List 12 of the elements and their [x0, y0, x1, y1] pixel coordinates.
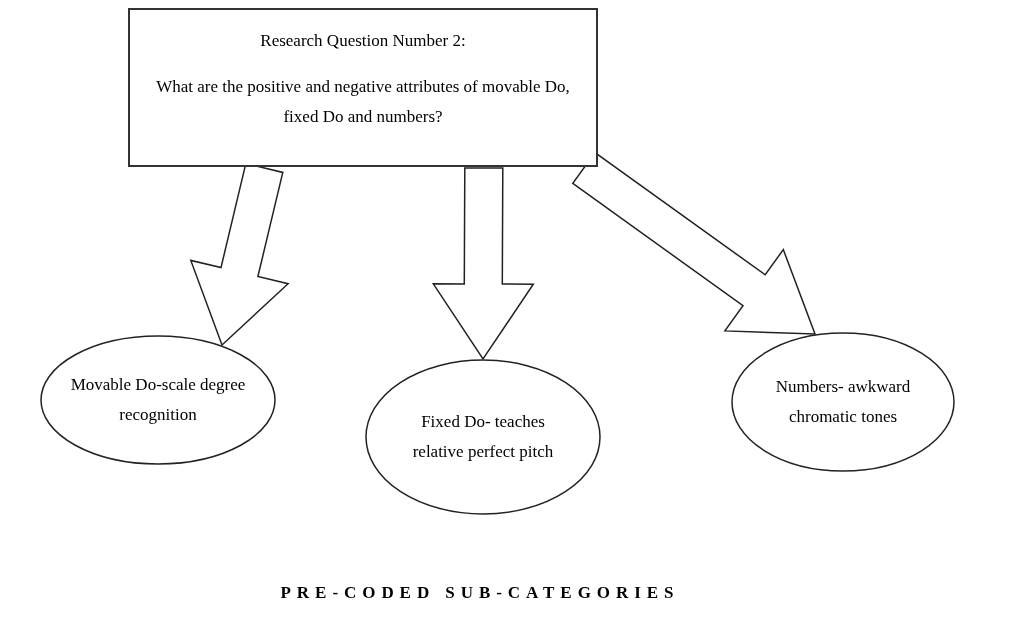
category-label: Numbers- awkward chromatic tones	[774, 376, 912, 428]
category-label: Movable Do-scale degree recognition	[69, 374, 247, 426]
box-heading: Research Question Number 2:	[260, 30, 466, 52]
block-arrow	[571, 151, 817, 335]
category-ellipse	[365, 359, 601, 515]
caption: PRE-CODED SUB-CATEGORIES	[279, 582, 681, 604]
category-label: Fixed Do- teaches relative perfect pitch	[411, 411, 555, 463]
question-text: What are the positive and negative attributes of movable Do, fixed Do and numbers?	[155, 76, 571, 128]
block-arrow	[431, 167, 535, 361]
category-ellipse	[731, 332, 955, 472]
category-ellipse	[40, 335, 276, 465]
question-box	[128, 8, 598, 167]
